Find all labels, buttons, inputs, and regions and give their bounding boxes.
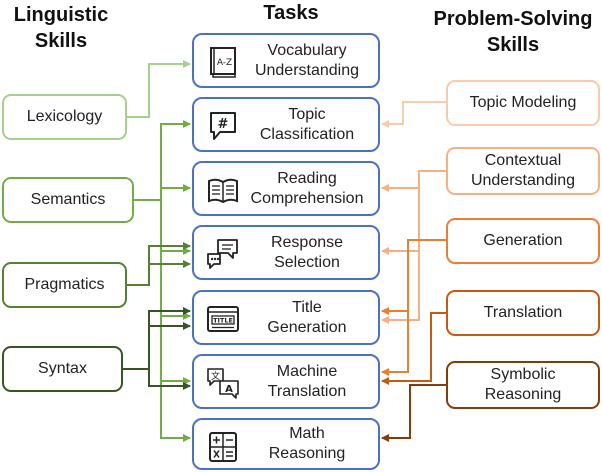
task-label-line: Understanding [254,61,360,79]
header-line: Skills [486,34,540,56]
skill-label: Semantics [30,191,106,208]
topic-modeling-box: Topic Modeling [446,80,600,126]
task-label-line: Title [292,298,322,316]
syntax-box: Syntax [2,346,123,392]
skill-label: Symbolic [490,366,556,383]
header-line: Problem-Solving [433,8,593,30]
skill-label: Understanding [470,172,576,189]
title-window-icon: TITLE [207,306,239,332]
skill-label: Translation [483,304,563,321]
header-line: Linguistic [13,4,109,26]
task-label-line: Vocabulary [267,41,347,59]
generation-box: Generation [446,218,600,264]
dictionary-icon: A-Z [210,47,236,78]
skill-label: Pragmatics [24,276,105,293]
calculator-icon [209,432,237,462]
hashtag-chat-icon: # [210,112,236,140]
icon-glyph: # [218,117,229,132]
header-line: Skills [34,30,88,52]
task-label-line: Math [289,425,325,442]
symbolic-reasoning-box: Symbolic Reasoning [446,361,600,409]
skill-label: Syntax [38,360,87,377]
translate-icon: 文 A [207,368,239,399]
lexicology-box: Lexicology [2,94,127,140]
skill-label: Generation [483,232,563,249]
chat-bubbles-icon [207,239,238,269]
icon-glyph: A [225,384,233,395]
task-label-line: Comprehension [250,189,364,207]
pragmatics-box: Pragmatics [2,262,127,308]
task-label-line: Machine [276,362,338,380]
semantics-box: Semantics [2,177,134,223]
icon-glyph: 文 [211,370,220,382]
linguistic-skills-header: Linguistic Skills [2,2,120,54]
task-label-line: Topic [288,105,326,123]
skill-label: Lexicology [26,108,103,125]
task-label-line: Reasoning [268,445,346,462]
open-book-icon [208,178,238,204]
task-label-line: Generation [267,318,347,336]
icon-glyph: A-Z [217,58,232,68]
task-label-line: Reading [277,169,337,187]
skill-label: Reasoning [484,386,562,403]
task-label-line: Translation [267,382,347,400]
skill-label: Topic Modeling [469,94,577,111]
problem-solving-skills-header: Problem-Solving Skills [418,6,602,58]
task-label-line: Classification [259,125,355,143]
skill-label: Contextual [484,152,562,169]
task-label-line: Response [270,233,344,251]
task-label-line: Selection [274,253,340,271]
contextual-understanding-box: Contextual Understanding [446,147,600,195]
tasks-header: Tasks [263,2,319,24]
icon-glyph: TITLE [213,317,233,325]
translation-box: Translation [446,290,600,336]
